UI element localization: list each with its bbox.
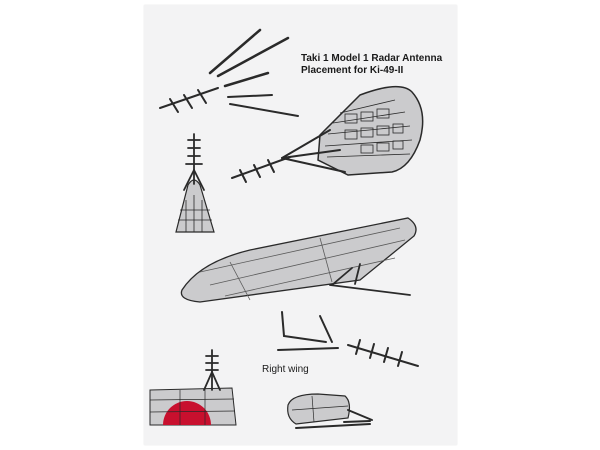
- hinomaru-marking: [163, 401, 211, 425]
- loose-antenna-rods: [208, 28, 299, 117]
- wingtip-view: [287, 393, 373, 429]
- right-wing-caption: Right wing: [262, 364, 309, 375]
- fuselage-side-view: [149, 349, 237, 426]
- wing-drawing: [180, 217, 417, 303]
- wing-mount-parts: [277, 311, 339, 351]
- nose-front-view: [175, 133, 215, 233]
- title-line-2: Placement for Ki-49-II: [301, 65, 404, 76]
- yagi-antenna-wing: [347, 339, 419, 367]
- yagi-antenna-loose: [159, 87, 219, 113]
- title-line-1: Taki 1 Model 1 Radar Antenna: [301, 53, 443, 64]
- nose-section-drawing: [231, 86, 424, 183]
- instruction-title: Taki 1 Model 1 Radar Antenna Placement f…: [301, 53, 442, 77]
